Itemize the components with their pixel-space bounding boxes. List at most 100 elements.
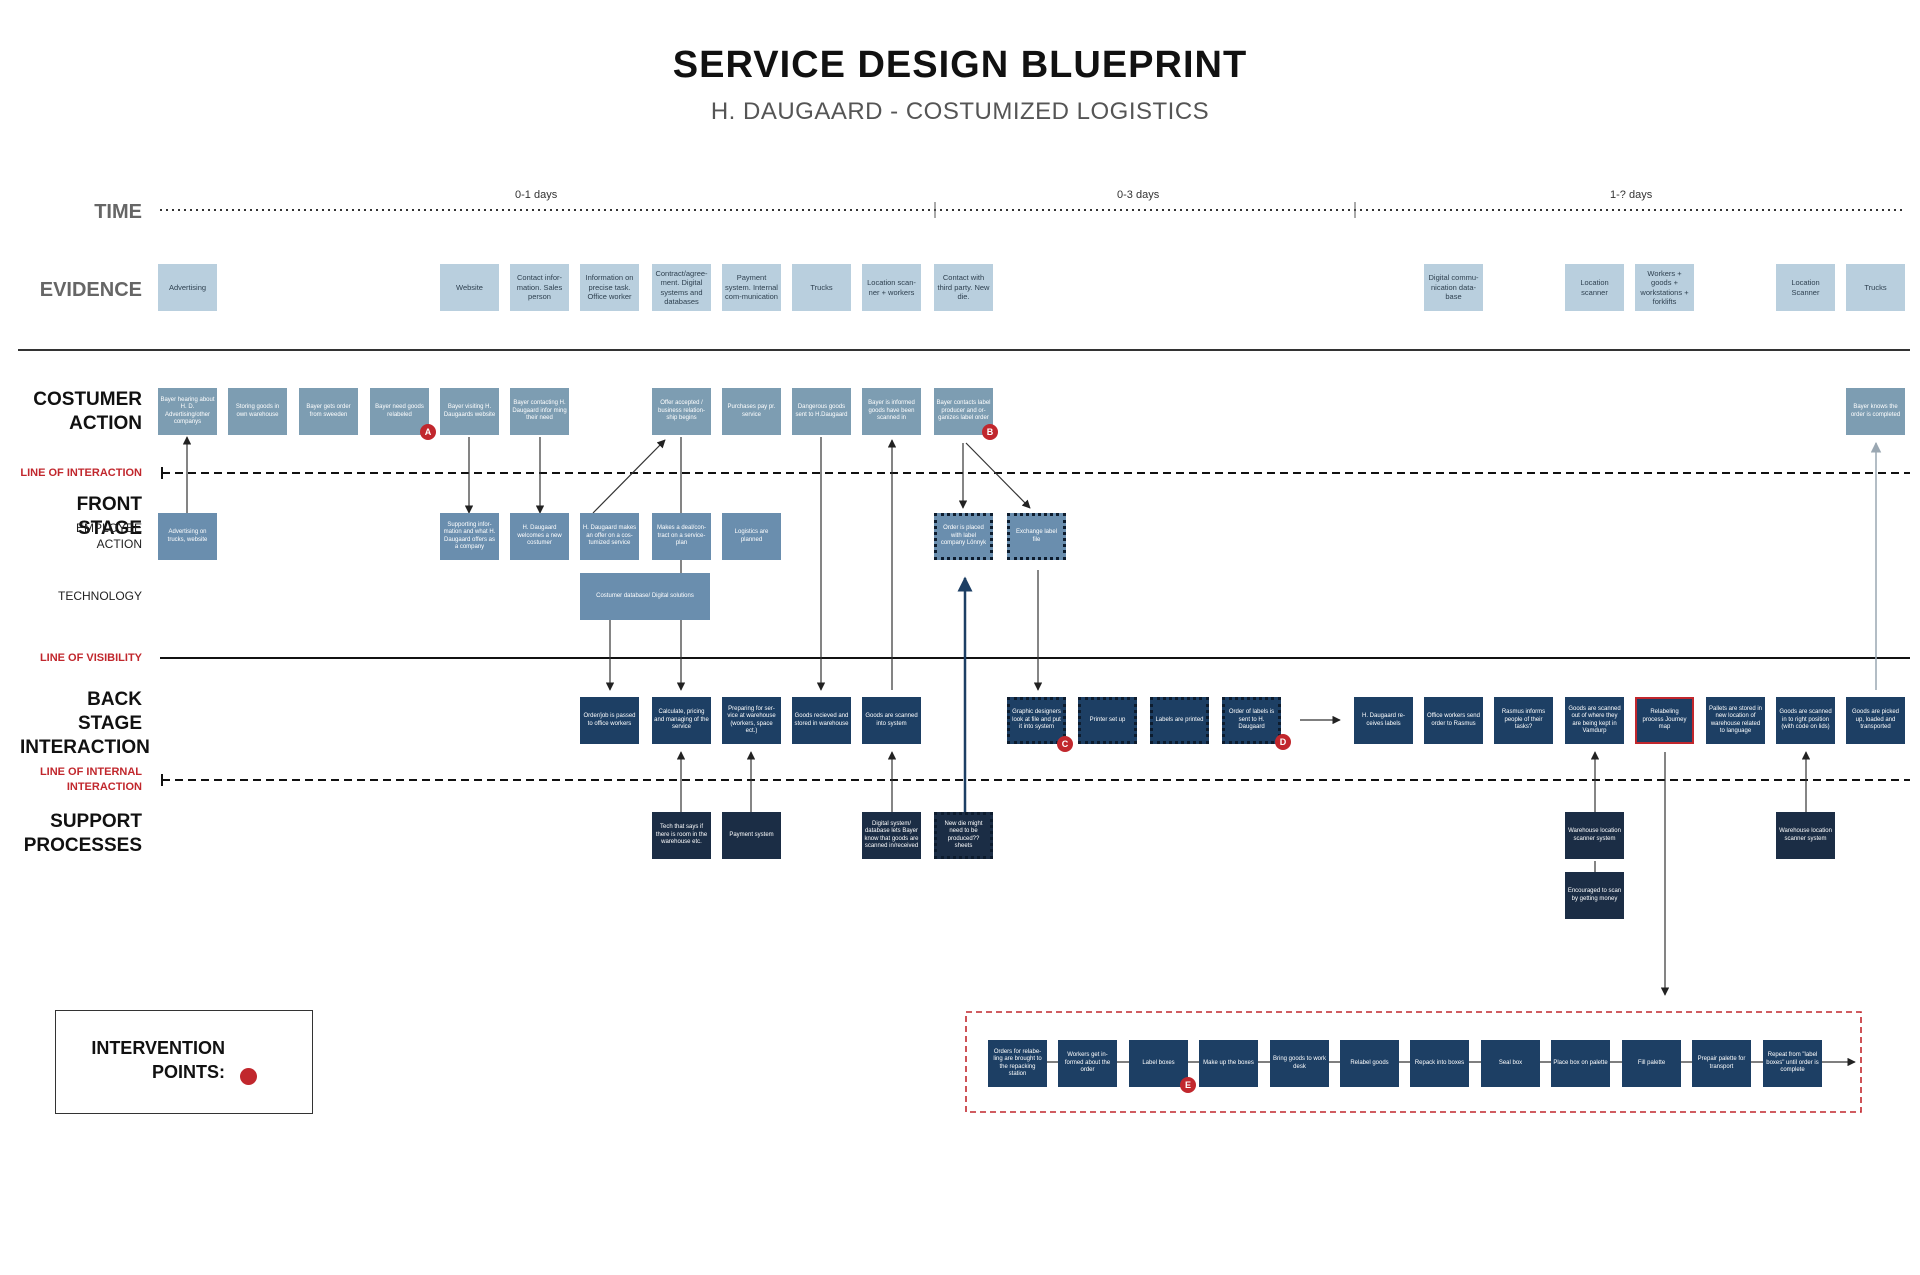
evidence-payment-system: Payment system. Internal com-munication [722,264,781,311]
evidence-location-scanner: Location scanner [1565,264,1624,311]
journey-step-make-up-boxes: Make up the boxes [1199,1040,1258,1087]
intervention-marker-d: D [1275,734,1291,750]
journey-step-repack: Repack into boxes [1410,1040,1469,1087]
back-stage-pallets-stored: Pallets are stored in new location of wa… [1706,697,1765,744]
journey-step-label-boxes: Label boxes [1129,1040,1188,1087]
time-segment-3: 1-? days [1610,189,1653,201]
employee-action-deal: Makes a deal/con-tract on a service-plan [652,513,711,560]
back-stage-receives-labels: H. Daugaard re-ceives labels [1354,697,1413,744]
legend-box [55,1010,313,1114]
lane-support-processes: SUPPORT PROCESSES [20,810,142,858]
customer-action-informed: Bayer is informed goods have been scanne… [862,388,921,435]
back-stage-scanned-position: Goods are scanned in to right position (… [1776,697,1835,744]
evidence-website: Website [440,264,499,311]
back-stage-rasmus-informs: Rasmus informs people of their tasks? [1494,697,1553,744]
support-tech-room: Tech that says if there is room in the w… [652,812,711,859]
line-of-visibility-label: LINE OF VISIBILITY [39,652,142,664]
back-stage-goods-scanned: Goods are scanned into system [862,697,921,744]
customer-action-relabel-need: Bayer need goods relabeled [370,388,429,435]
lane-back-line2: INTERACTION [20,736,150,758]
customer-action-order: Bayer gets order from sweeden [299,388,358,435]
legend-line1: INTERVENTION [91,1038,225,1058]
page-subtitle: H. DAUGAARD - COSTUMIZED LOGISTICS [710,98,1210,125]
lane-support-line2: PROCESSES [23,834,142,856]
journey-frame [965,1011,1862,1113]
evidence-digital-communication: Digital commu-nication data-base [1424,264,1483,311]
employee-action-welcomes: H. Daugaard welcomes a new costumer [510,513,569,560]
customer-action-contacting: Bayer contacting H. Daugaard infor ming … [510,388,569,435]
lane-back-stage: BACK STAGE INTERACTION [20,688,150,759]
support-warehouse-scanner: Warehouse location scanner system [1565,812,1624,859]
back-stage-printer-setup: Printer set up [1078,697,1137,744]
customer-action-completed: Bayer knows the order is completed [1846,388,1905,435]
back-stage-picked-up: Goods are picked up, loaded and transpor… [1846,697,1905,744]
lane-employee-line2: ACTION [96,537,142,552]
employee-action-advertising: Advertising on trucks, website [158,513,217,560]
support-warehouse-scanner-2: Warehouse location scanner system [1776,812,1835,859]
technology-costumer-database: Costumer database/ Digital solutions [580,573,710,620]
time-segment-2: 0-3 days [1117,189,1160,201]
line-of-internal-interaction-label: LINE OF INTERNAL INTERACTION [20,765,142,796]
evidence-trucks-2: Trucks [1846,264,1905,311]
lane-employee-action: EMPLOYEE ACTION [20,520,142,552]
customer-action-hearing: Bayer hearing about H. D. Advertising/ot… [158,388,217,435]
back-stage-calculate: Calculate, pricing and managing of the s… [652,697,711,744]
journey-step-fill-palette: Fill palette [1622,1040,1681,1087]
journey-step-workers-informed: Workers get in-formed about the order [1058,1040,1117,1087]
journey-step-prepair-palette: Prepair palette for transport [1692,1040,1751,1087]
evidence-advertising: Advertising [158,264,217,311]
customer-action-purchases: Purchases pay pr. service [722,388,781,435]
intervention-marker-b: B [982,424,998,440]
employee-action-order-placed: Order is placed with label company Lönny… [934,513,993,560]
back-stage-scanned-out: Goods are scanned out of where they are … [1565,697,1624,744]
employee-action-makes-offer: H. Daugaard makes an offer on a cos-tumi… [580,513,639,560]
evidence-location-scanner-workers: Location scan-ner + workers [862,264,921,311]
back-stage-relabeling-process: Relabeling process Journey map [1635,697,1694,744]
back-stage-preparing: Preparing for ser-vice at warehouse (wor… [722,697,781,744]
customer-action-offer-accepted: Offer accepted / business relation-ship … [652,388,711,435]
evidence-info-precise-task: Information on precise task. Office work… [580,264,639,311]
legend-intervention-dot [240,1068,257,1085]
evidence-location-scanner-2: Location Scanner [1776,264,1835,311]
time-segment-1: 0-1 days [515,189,558,201]
intervention-marker-e: E [1180,1077,1196,1093]
lane-time: TIME [94,201,142,223]
back-stage-labels-sent: Order of labels is sent to H. Daugaard [1222,697,1281,744]
arrow-label-order-diag [965,442,1031,509]
evidence-third-party: Contact with third party. New die. [934,264,993,311]
page-title: SERVICE DESIGN BLUEPRINT [672,44,1248,86]
support-digital-system: Digital system/ database lets Bayer know… [862,812,921,859]
lane-costumer-action: COSTUMER ACTION [20,388,142,436]
evidence-contract: Contract/agree-ment. Digital systems and… [652,264,711,311]
intervention-marker-c: C [1057,736,1073,752]
journey-step-repeat: Repeat from "label boxes" until order is… [1763,1040,1822,1087]
customer-action-dangerous-goods: Dangerous goods sent to H.Daugaard [792,388,851,435]
customer-action-storing: Storing goods in own warehouse [228,388,287,435]
evidence-contact-info: Contact infor-mation. Sales person [510,264,569,311]
employee-action-logistics: Logistics are planned [722,513,781,560]
intervention-marker-a: A [420,424,436,440]
lane-support-line1: SUPPORT [50,811,142,832]
support-new-die: New die might need to be produced?? shee… [934,812,993,859]
arrow-offer-up [592,439,666,514]
journey-step-seal-box: Seal box [1481,1040,1540,1087]
journey-step-orders-brought: Orders for relabe-ling are brought to th… [988,1040,1047,1087]
employee-action-supporting-info: Supporting infor-mation and what H. Daug… [440,513,499,560]
employee-action-exchange-label: Exchange label file [1007,513,1066,560]
lane-costumer-line1: COSTUMER [33,389,142,410]
legend-label: INTERVENTION POINTS: [70,1036,225,1085]
lane-back-line1: BACK STAGE [77,689,142,734]
journey-step-place-box: Place box on palette [1551,1040,1610,1087]
lane-front-stage: FRONT STAGE [76,494,142,539]
back-stage-office-workers: Office workers send order to Rasmus [1424,697,1483,744]
lane-costumer-line2: ACTION [69,412,142,434]
lane-technology: TECHNOLOGY [57,589,142,603]
support-payment-system: Payment system [722,812,781,859]
line-internal-line1: LINE OF INTERNAL [39,766,142,778]
back-stage-order-passed: Order/job is passed to office workers [580,697,639,744]
support-encouraged-scan: Encouraged to scan by getting money [1565,872,1624,919]
evidence-trucks: Trucks [792,264,851,311]
line-of-interaction-label: LINE OF INTERACTION [20,467,142,479]
lane-evidence: EVIDENCE [39,279,142,301]
